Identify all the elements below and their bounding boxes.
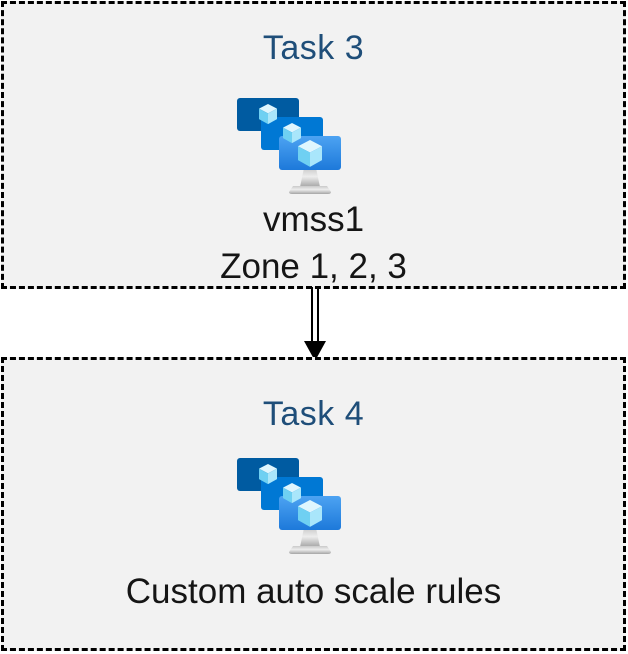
task4-node-box: Task 4 Custom auto scale rules [1,357,626,651]
vm-scale-sets-icon [237,458,341,555]
autoscale-rules-label: Custom auto scale rules [125,572,502,611]
down-arrow-connector [304,287,326,361]
vm-scale-sets-icon [237,98,341,195]
task3-title: Task 3 [262,29,365,67]
task3-label: vmss1 Zone 1, 2, 3 [4,196,623,290]
task3-node-box: Task 3 vmss1 Zone 1, 2, 3 [1,1,626,289]
task4-title: Task 4 [262,395,365,433]
zones-label: Zone 1, 2, 3 [220,247,407,286]
task4-label: Custom auto scale rules [4,568,623,615]
vmss-name-label: vmss1 [262,200,365,239]
